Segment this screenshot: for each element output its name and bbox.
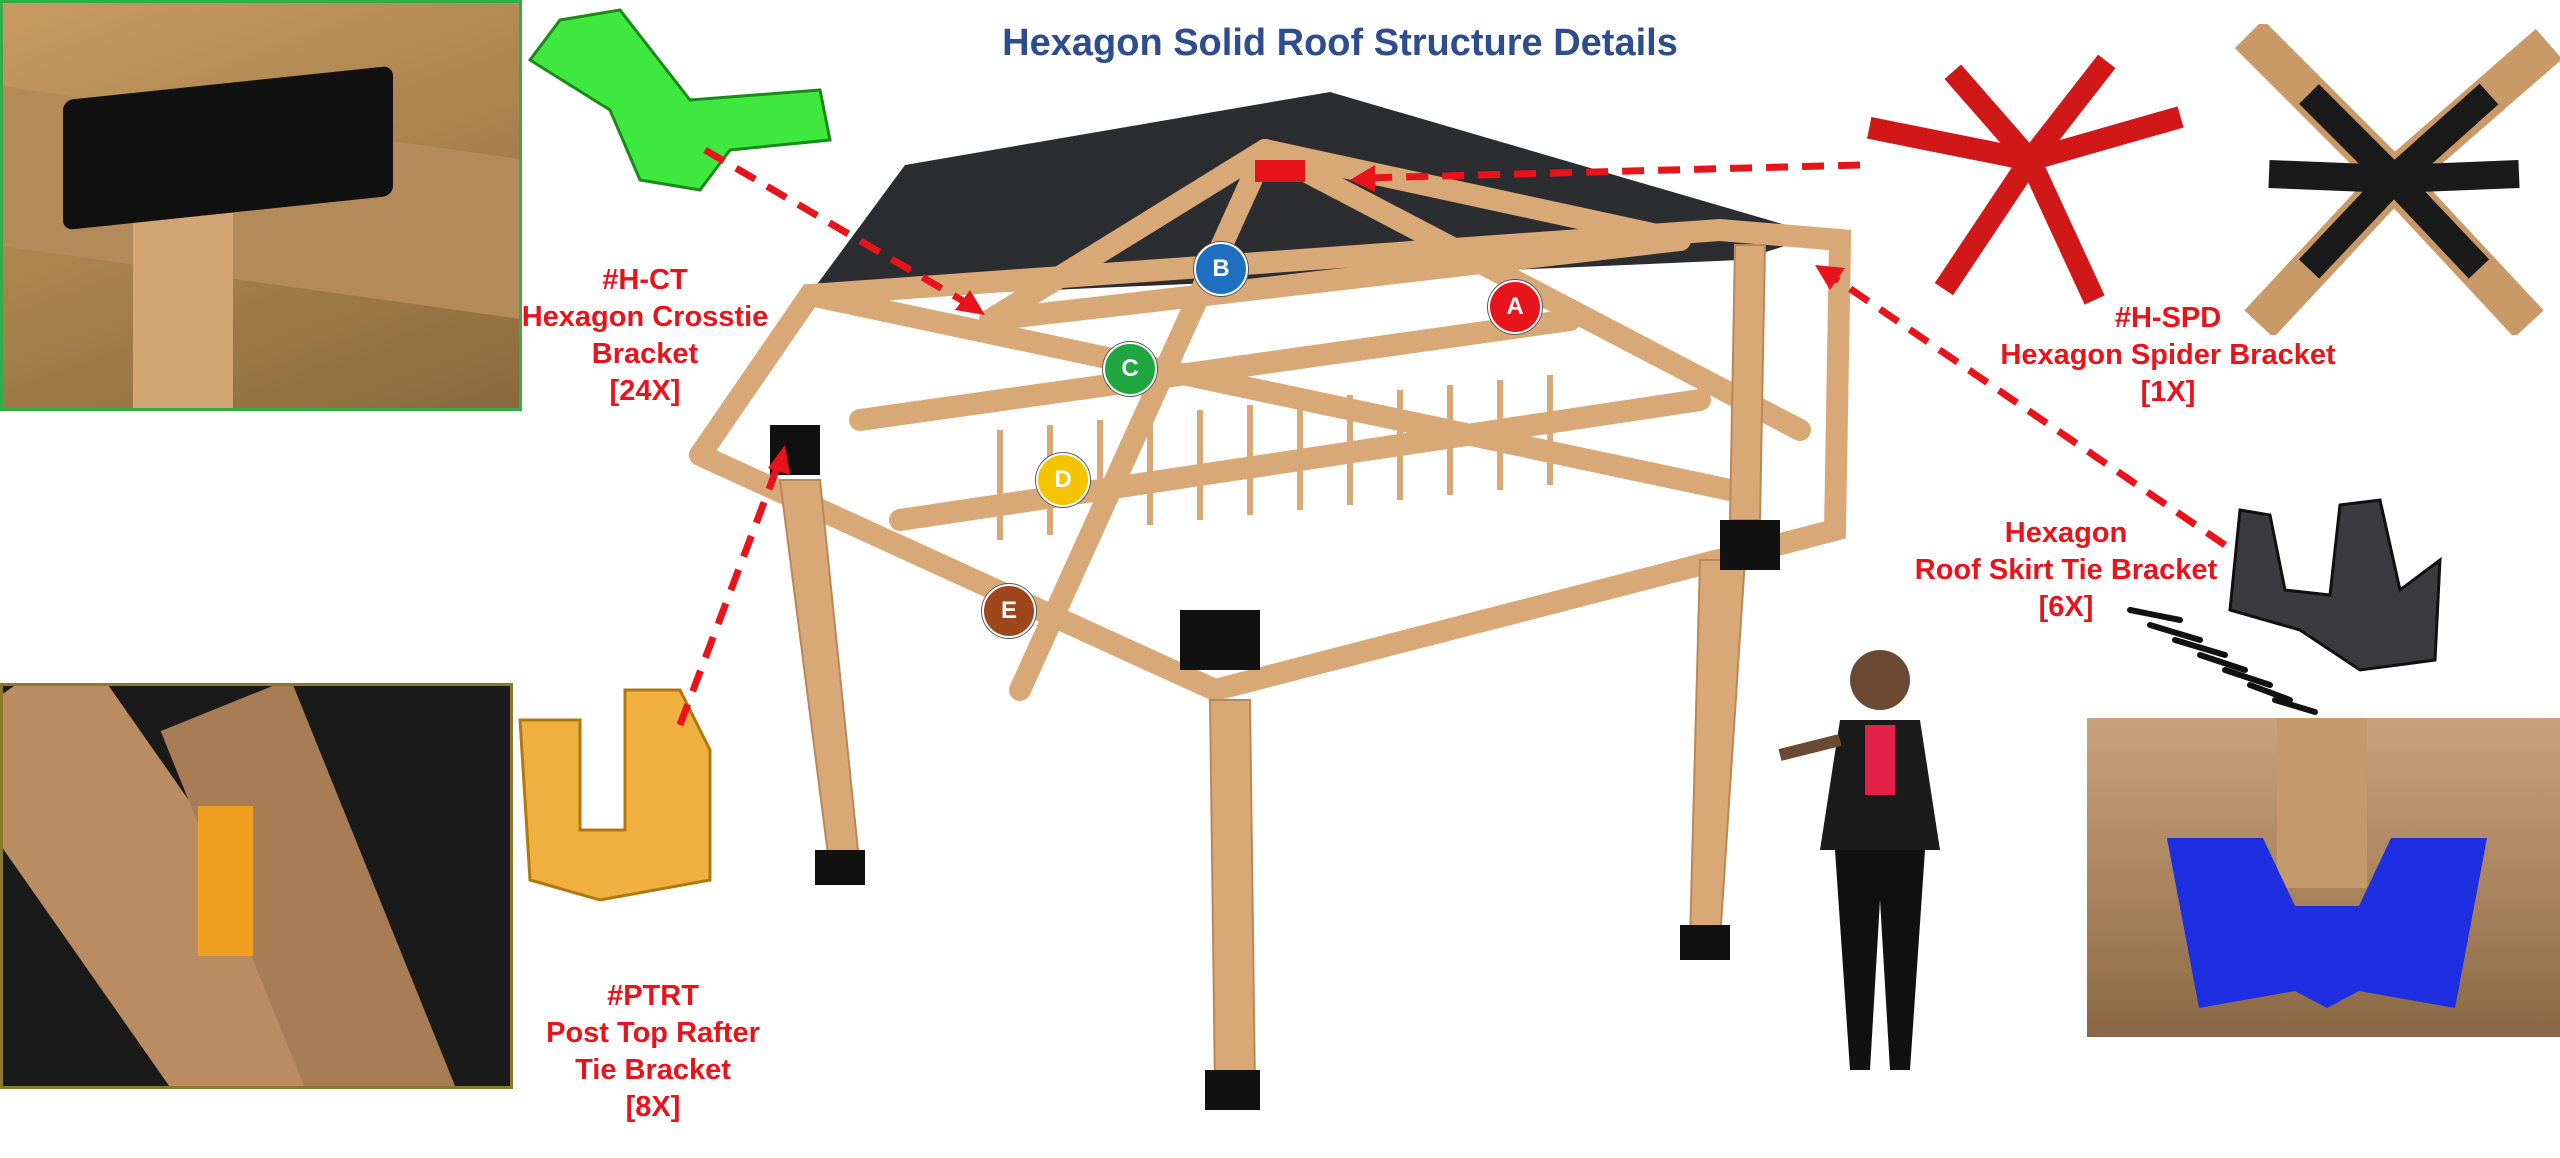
spider-callout-line [1364,161,1861,182]
part-code: #H-SPD [2114,302,2222,334]
orange-bracket-icon [198,806,253,956]
crosstie-label: #H-CT Hexagon Crosstie Bracket [24X] [522,262,769,410]
part-name: Tie Bracket [575,1054,731,1086]
arrowhead-icon [955,290,985,315]
badge-e: E [982,584,1036,638]
skirt-photo-inset [2087,718,2560,1037]
part-quantity: [6X] [2038,591,2094,623]
spider-bracket-marker [1255,160,1305,182]
part-quantity: [1X] [2140,376,2196,408]
skirt-callout-line [1828,272,2227,548]
screws-icon [2127,607,2318,715]
post [1688,559,1747,941]
ptrt-callout-line [676,458,784,727]
part-name: Hexagon Crosstie [521,301,769,333]
part-code: #H-CT [602,264,688,296]
ptrt-bracket-part [518,688,712,902]
badge-a: A [1488,280,1542,334]
part-quantity: [8X] [625,1091,681,1123]
skirt-bracket-part [2228,498,2442,672]
spider-photo-inset [2229,24,2560,335]
post [1728,244,1767,521]
post [1208,699,1257,1091]
ptrt-photo-inset [0,683,513,1089]
part-name: Hexagon Spider Bracket [2000,339,2336,371]
presenter-figure [1778,650,1940,1070]
spider-bracket-part [1867,54,2184,305]
arrowhead-icon [1815,265,1845,290]
part-code: #PTRT [607,980,699,1012]
ptrt-label: #PTRT Post Top Rafter Tie Bracket [8X] [546,978,760,1126]
part-name: Hexagon [2004,517,2128,549]
crosstie-photo-inset [0,0,522,411]
arrowhead-icon [768,445,790,475]
badge-d: D [1036,453,1090,507]
spider-label: #H-SPD Hexagon Spider Bracket [1X] [2000,300,2335,411]
crosstie-callout-line [703,146,972,309]
post [778,479,862,871]
part-quantity: [24X] [609,375,681,407]
badge-c: C [1103,342,1157,396]
badge-b: B [1194,242,1248,296]
arrowhead-icon [1350,165,1375,192]
part-name: Roof Skirt Tie Bracket [1914,554,2218,586]
page-title: Hexagon Solid Roof Structure Details [1002,22,1678,64]
crosstie-bracket-part [527,8,832,192]
part-name: Bracket [591,338,699,370]
part-name: Post Top Rafter [546,1017,760,1049]
skirt-label: Hexagon Roof Skirt Tie Bracket [6X] [1915,515,2217,626]
